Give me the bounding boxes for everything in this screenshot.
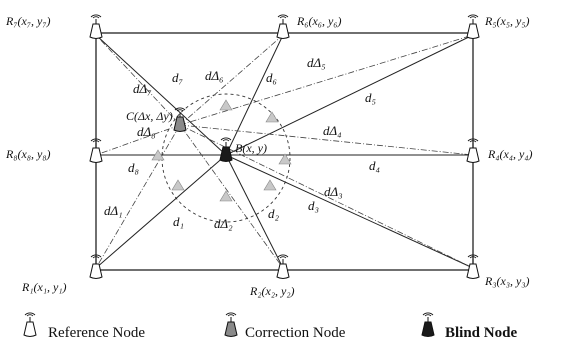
label-r6: R₆(x₆, y₆) — [296, 14, 342, 28]
line-b-r5 — [225, 34, 474, 156]
line-b-r7 — [95, 34, 227, 156]
line-c-r5 — [179, 34, 474, 126]
correction-node — [174, 108, 186, 132]
label-r8: R₈(x₈, y₈) — [5, 147, 51, 161]
legend-correction-icon — [225, 313, 237, 337]
line-b-r1 — [95, 154, 227, 269]
label-r4: R₄(x₄, y₄) — [487, 147, 533, 161]
line-b-r6 — [225, 34, 284, 156]
label-dD6: dΔ₆ — [205, 68, 224, 83]
label-blind-node: B(x, y) — [235, 141, 267, 155]
correction-node-distance-lines — [95, 34, 474, 269]
legend: Reference Node Correction Node Blind Nod… — [24, 313, 517, 341]
frame — [95, 32, 474, 271]
label-r1: R₁(x₁, y₁) — [21, 280, 67, 294]
line-c-r6 — [179, 34, 284, 126]
label-dD8: dΔ₈ — [137, 124, 156, 139]
label-d8: d₈ — [128, 160, 140, 175]
label-r7: R₇(x₇, y₇) — [5, 14, 51, 28]
label-correction-node: C(Δx, Δy) — [126, 109, 173, 123]
legend-reference-icon — [24, 313, 36, 337]
line-c-r1 — [95, 124, 181, 269]
label-dD3: dΔ₃ — [324, 184, 343, 199]
triangle-marker — [219, 190, 233, 202]
triangle-marker — [265, 111, 279, 123]
reference-node-r5 — [467, 15, 479, 39]
label-d5: d₅ — [365, 90, 376, 105]
triangle-marker — [263, 179, 277, 191]
triangle-marker — [171, 179, 185, 191]
label-d1: d₁ — [173, 214, 184, 229]
line-c-r8 — [95, 124, 181, 156]
label-dD4: dΔ₄ — [323, 123, 342, 138]
label-r3: R₃(x₃, y₃) — [484, 274, 530, 288]
reference-node-r2 — [277, 255, 289, 279]
legend-blind-label: Blind Node — [445, 325, 517, 341]
blind-node-distance-lines — [95, 34, 474, 269]
label-dD7: dΔ₇ — [133, 81, 152, 96]
reference-nodes — [90, 15, 479, 279]
line-b-r2 — [225, 154, 284, 269]
line-c-r4 — [179, 124, 474, 156]
label-d3: d₃ — [308, 198, 319, 213]
legend-blind-icon — [422, 313, 434, 337]
legend-correction-label: Correction Node — [245, 325, 346, 341]
label-d2: d₂ — [268, 206, 280, 221]
legend-reference-label: Reference Node — [48, 325, 145, 341]
label-d6: d₆ — [266, 70, 277, 85]
label-r5: R₅(x₅, y₅) — [484, 14, 530, 28]
label-d7: d₇ — [172, 70, 184, 85]
line-c-r7 — [95, 34, 181, 126]
line-b-r3 — [225, 154, 474, 269]
reference-node-r6 — [277, 15, 289, 39]
reference-node-r7 — [90, 15, 102, 39]
label-r2: R₂(x₂, y₂) — [249, 284, 295, 298]
label-d4: d₄ — [369, 158, 381, 173]
label-dD2: dΔ₂ — [214, 216, 233, 231]
label-dD1: dΔ₁ — [104, 203, 123, 218]
triangle-marker — [219, 99, 233, 111]
label-dD5: dΔ₅ — [307, 55, 326, 70]
line-c-r2 — [179, 124, 284, 269]
